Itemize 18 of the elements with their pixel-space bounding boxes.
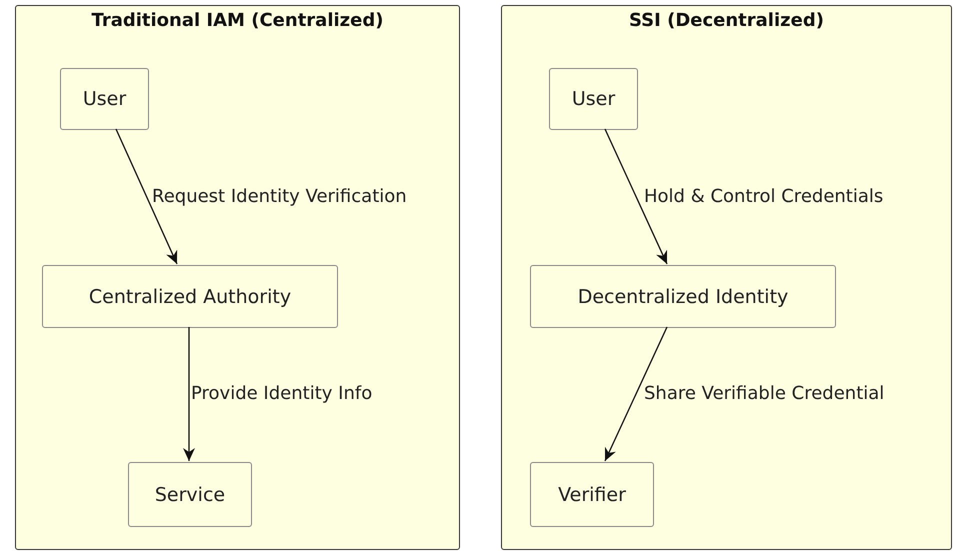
edge-label: Share Verifiable Credential	[644, 383, 884, 404]
group-panel	[501, 5, 952, 550]
arrow	[183, 327, 195, 461]
arrow	[115, 128, 178, 264]
edge-label: Request Identity Verification	[152, 186, 407, 207]
process-box: Service	[128, 462, 252, 527]
arrow	[604, 128, 668, 264]
group-panel	[15, 5, 460, 550]
edge-label: Hold & Control Credentials	[644, 186, 884, 207]
process-box: User	[549, 68, 638, 130]
process-box: Centralized Authority	[42, 265, 338, 328]
process-box: User	[60, 68, 149, 130]
panel-title: Traditional IAM (Centralized)	[90, 10, 384, 31]
process-box: Verifier	[530, 462, 654, 527]
process-box: Decentralized Identity	[530, 265, 836, 328]
arrow	[604, 326, 668, 462]
panel-title: SSI (Decentralized)	[628, 10, 825, 31]
edge-label: Provide Identity Info	[191, 383, 372, 404]
